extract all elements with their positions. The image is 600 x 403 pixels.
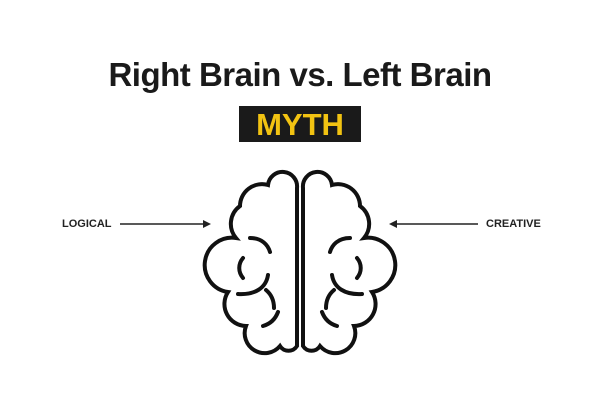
brain-icon	[202, 169, 398, 356]
logical-label: LOGICAL	[62, 218, 112, 230]
myth-badge: MYTH	[239, 106, 361, 142]
creative-label: CREATIVE	[486, 218, 541, 230]
arrow-left-icon	[389, 220, 478, 228]
page-title: Right Brain vs. Left Brain	[108, 56, 492, 93]
arrow-right-icon	[120, 220, 211, 228]
